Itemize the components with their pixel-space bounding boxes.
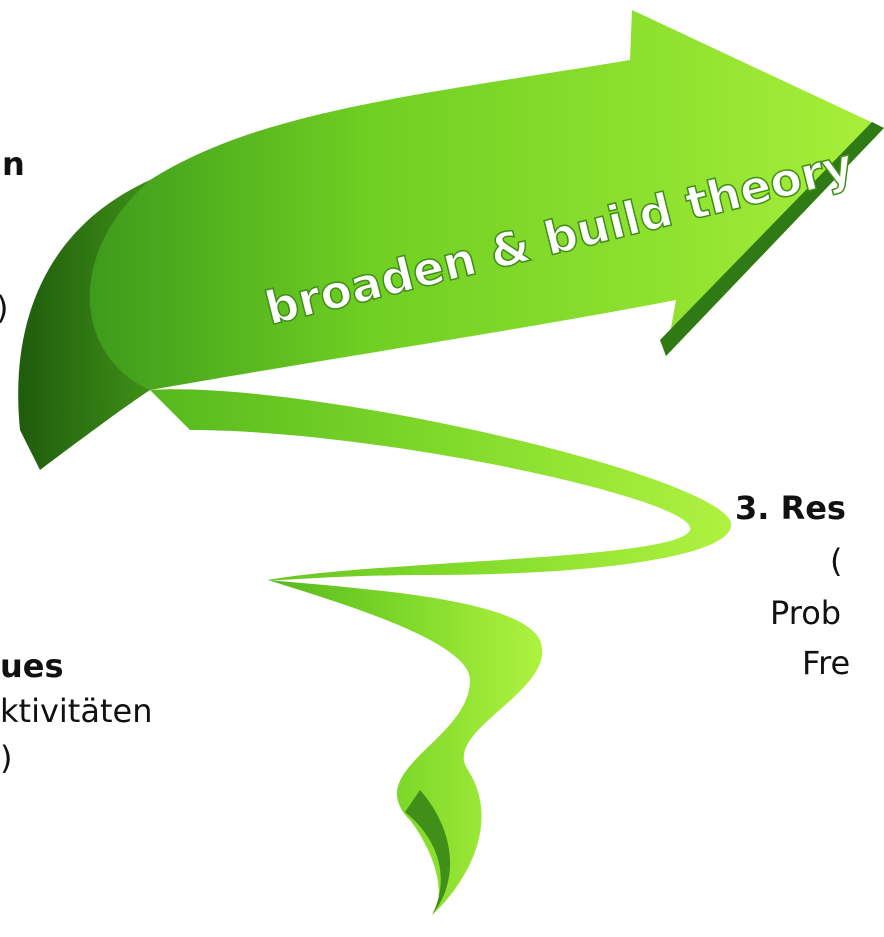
left-heading-fragment: n (2, 145, 25, 183)
left-paren-fragment: ) (0, 290, 8, 327)
left-lower-heading-fragment: ues (0, 647, 64, 685)
left-lower-line1: ktivitäten (0, 692, 153, 730)
right-line3: Fre (802, 644, 851, 682)
right-line2: Prob (770, 594, 842, 632)
left-lower-line2: ) (0, 739, 13, 777)
spiral-curl-shadow (18, 180, 151, 430)
spiral-upper-band (89, 10, 884, 390)
spiral-middle-band (150, 389, 732, 581)
spiral-arrowhead-edge (660, 122, 884, 356)
right-line1: ( (830, 542, 843, 580)
spiral-tail-shadow (405, 790, 451, 915)
right-heading-fragment: 3. Res (735, 489, 846, 527)
spiral-tail (268, 580, 543, 915)
